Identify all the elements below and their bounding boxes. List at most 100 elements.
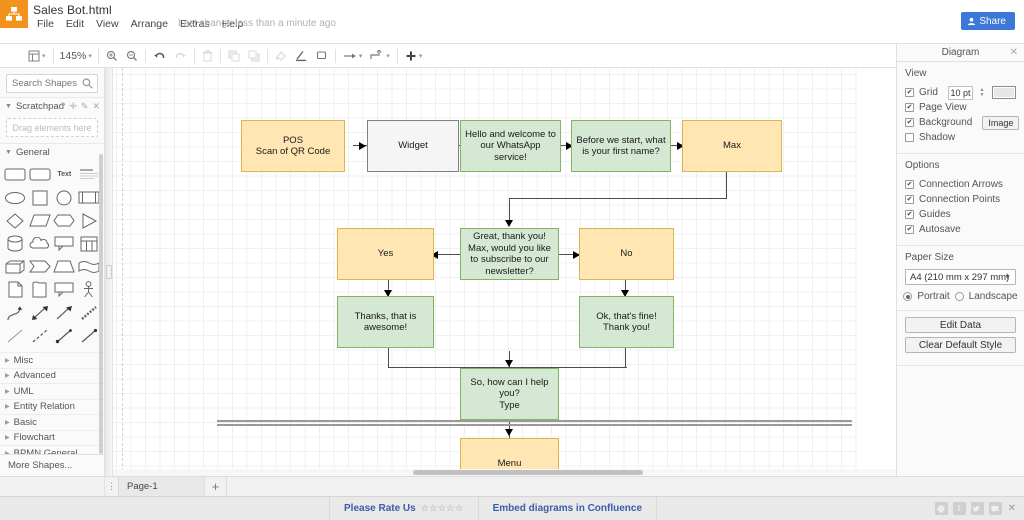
cloud-shape[interactable] — [28, 233, 53, 254]
node-yes[interactable]: Yes — [337, 228, 434, 280]
circle-shape[interactable] — [52, 187, 77, 208]
node-ok-fine[interactable]: Ok, that's fine! Thank you! — [579, 296, 674, 348]
background-checkbox[interactable] — [905, 118, 914, 127]
card-callout-shape[interactable] — [52, 279, 77, 300]
panel-collapse-handle[interactable] — [105, 68, 113, 476]
general-section-header[interactable]: ▼ General — [0, 143, 104, 160]
line-color-icon[interactable] — [291, 45, 312, 67]
shadow-icon[interactable] — [312, 45, 332, 67]
edit-data-button[interactable]: Edit Data — [905, 317, 1016, 333]
zoom-level-dropdown[interactable]: 145% ▾ — [57, 45, 95, 67]
search-shapes-box[interactable] — [6, 74, 98, 93]
callout-shape[interactable] — [52, 233, 77, 254]
paper-size-select[interactable]: A4 (210 mm x 297 mm) ▼ — [905, 269, 1016, 285]
node-thanks[interactable]: Thanks, that is awesome! — [337, 296, 434, 348]
close-icon[interactable]: ✕ — [1009, 47, 1018, 58]
sidebar-item-entity-relation[interactable]: ▶Entity Relation — [0, 398, 104, 415]
dashed-line-shape[interactable] — [77, 302, 102, 323]
autosave-checkbox[interactable] — [905, 225, 914, 234]
trapezoid-shape[interactable] — [52, 256, 77, 277]
table-shape[interactable] — [77, 233, 102, 254]
close-icon[interactable]: ✕ — [92, 101, 100, 111]
rectangle-shape[interactable] — [28, 164, 53, 185]
page-menu-icon[interactable]: ⋮ — [105, 477, 119, 496]
node-subscribe-question[interactable]: Great, thank you! Max, would you like to… — [460, 228, 559, 280]
fill-color-icon[interactable] — [271, 45, 291, 67]
note-shape[interactable] — [28, 279, 53, 300]
menu-edit[interactable]: Edit — [65, 18, 85, 30]
node-how-can-help[interactable]: So, how can I help you?Type — [460, 368, 559, 420]
sidebar-item-flowchart[interactable]: ▶Flowchart — [0, 429, 104, 446]
scratchpad-header[interactable]: ▼ Scratchpad ? ✛ ✎ ✕ — [0, 97, 104, 114]
connection-style-icon[interactable]: ▾ — [339, 45, 367, 67]
search-input[interactable] — [7, 75, 97, 92]
canvas-horizontal-scrollbar[interactable] — [113, 469, 896, 476]
drawio-logo-icon[interactable] — [0, 0, 28, 28]
sidebar-item-bpmn-general[interactable]: ▶BPMN General — [0, 445, 104, 461]
add-page-icon[interactable]: + — [205, 477, 227, 496]
cube-shape[interactable] — [3, 256, 28, 277]
page-view-icon[interactable]: ▾ — [24, 45, 50, 67]
rate-us-button[interactable]: Please Rate Us ☆☆☆☆☆ — [330, 496, 479, 520]
twitter-icon[interactable] — [970, 502, 984, 515]
portrait-radio[interactable] — [903, 292, 913, 301]
process-shape[interactable] — [77, 187, 102, 208]
tape-shape[interactable] — [77, 256, 102, 277]
textbox-shape[interactable] — [77, 164, 102, 185]
close-icon[interactable]: ✕ — [1007, 503, 1016, 514]
grid-checkbox[interactable] — [905, 88, 914, 97]
shapes-panel-scrollbar[interactable] — [99, 154, 103, 454]
to-front-icon[interactable] — [224, 45, 244, 67]
delete-icon[interactable] — [198, 45, 217, 67]
scrollbar-thumb[interactable] — [413, 470, 643, 475]
edit-icon[interactable]: ✎ — [80, 101, 89, 111]
node-no[interactable]: No — [579, 228, 674, 280]
undo-icon[interactable] — [149, 45, 170, 67]
rating-stars[interactable]: ☆☆☆☆☆ — [420, 503, 464, 513]
page-view-checkbox[interactable] — [905, 103, 914, 112]
document-shape[interactable] — [3, 279, 28, 300]
sidebar-item-basic[interactable]: ▶Basic — [0, 414, 104, 430]
grid-color-swatch[interactable] — [992, 86, 1016, 99]
zoom-in-icon[interactable] — [102, 45, 122, 67]
guides-checkbox[interactable] — [905, 210, 914, 219]
message-icon[interactable] — [988, 502, 1002, 515]
node-hello[interactable]: Hello and welcome to our WhatsApp servic… — [460, 120, 561, 172]
arrow-shape[interactable] — [52, 302, 77, 323]
sidebar-item-advanced[interactable]: ▶Advanced — [0, 367, 104, 384]
insert-icon[interactable]: ▾ — [401, 45, 427, 67]
dotted-line-shape[interactable] — [28, 325, 53, 346]
sidebar-item-misc[interactable]: ▶Misc — [0, 352, 104, 368]
more-shapes-button[interactable]: More Shapes... — [0, 454, 104, 476]
shadow-checkbox[interactable] — [905, 133, 914, 142]
menu-arrange[interactable]: Arrange — [130, 18, 168, 30]
grid-size-input[interactable]: 10 pt — [947, 85, 974, 100]
square-shape[interactable] — [28, 187, 53, 208]
rounded-rectangle-shape[interactable] — [3, 164, 28, 185]
step-shape[interactable] — [28, 256, 53, 277]
background-image-button[interactable]: Image — [982, 115, 1020, 130]
curve-shape[interactable] — [3, 302, 28, 323]
cylinder-shape[interactable] — [3, 233, 28, 254]
node-first-name[interactable]: Before we start, what is your first name… — [571, 120, 671, 172]
line-shape[interactable] — [3, 325, 28, 346]
scratchpad-dropzone[interactable]: Drag elements here — [6, 118, 98, 137]
zoom-out-icon[interactable] — [122, 45, 142, 67]
print-icon[interactable] — [934, 502, 948, 515]
menu-extras[interactable]: Extras — [179, 18, 210, 30]
bidirectional-arrow-shape[interactable] — [28, 302, 53, 323]
help-icon[interactable]: ? — [60, 101, 66, 111]
text-shape[interactable]: Text — [52, 164, 77, 185]
diamond-shape[interactable] — [3, 210, 28, 231]
dot-end-line-shape[interactable] — [52, 325, 77, 346]
triangle-shape[interactable] — [77, 210, 102, 231]
redo-icon[interactable] — [170, 45, 191, 67]
add-icon[interactable]: ✛ — [69, 101, 77, 111]
connection-points-checkbox[interactable] — [905, 195, 914, 204]
menu-file[interactable]: File — [37, 18, 54, 30]
sidebar-item-uml[interactable]: ▶UML — [0, 383, 104, 399]
page-tab-page-1[interactable]: Page-1 — [119, 477, 205, 496]
connection-arrows-checkbox[interactable] — [905, 180, 914, 189]
